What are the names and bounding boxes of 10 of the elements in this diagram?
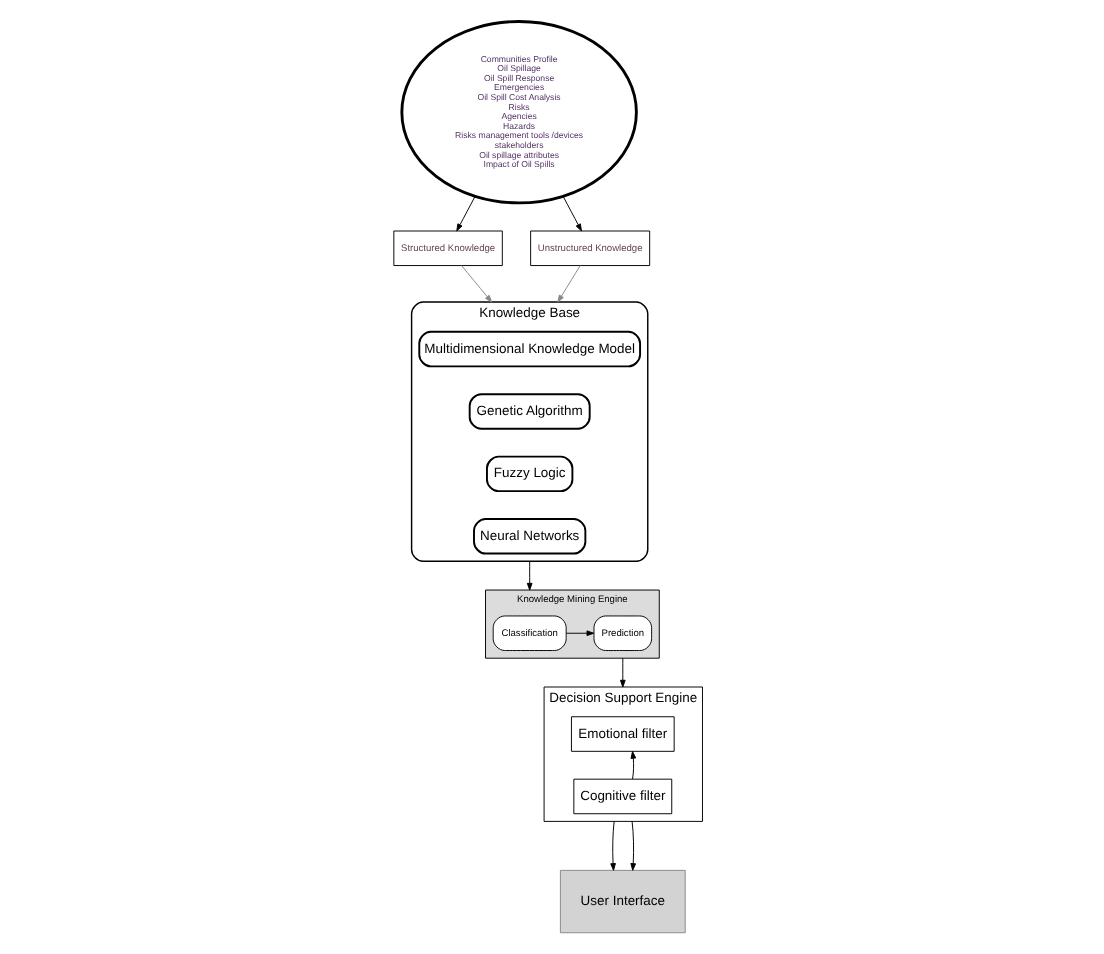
arrow [619, 657, 626, 688]
arrow [630, 751, 637, 780]
arrow [630, 820, 637, 871]
arrow [526, 560, 533, 591]
arrow [456, 196, 476, 232]
arrow [461, 265, 493, 303]
arrow [610, 820, 616, 871]
arrow [557, 265, 581, 303]
arrow [565, 630, 595, 637]
arrow [562, 196, 582, 232]
